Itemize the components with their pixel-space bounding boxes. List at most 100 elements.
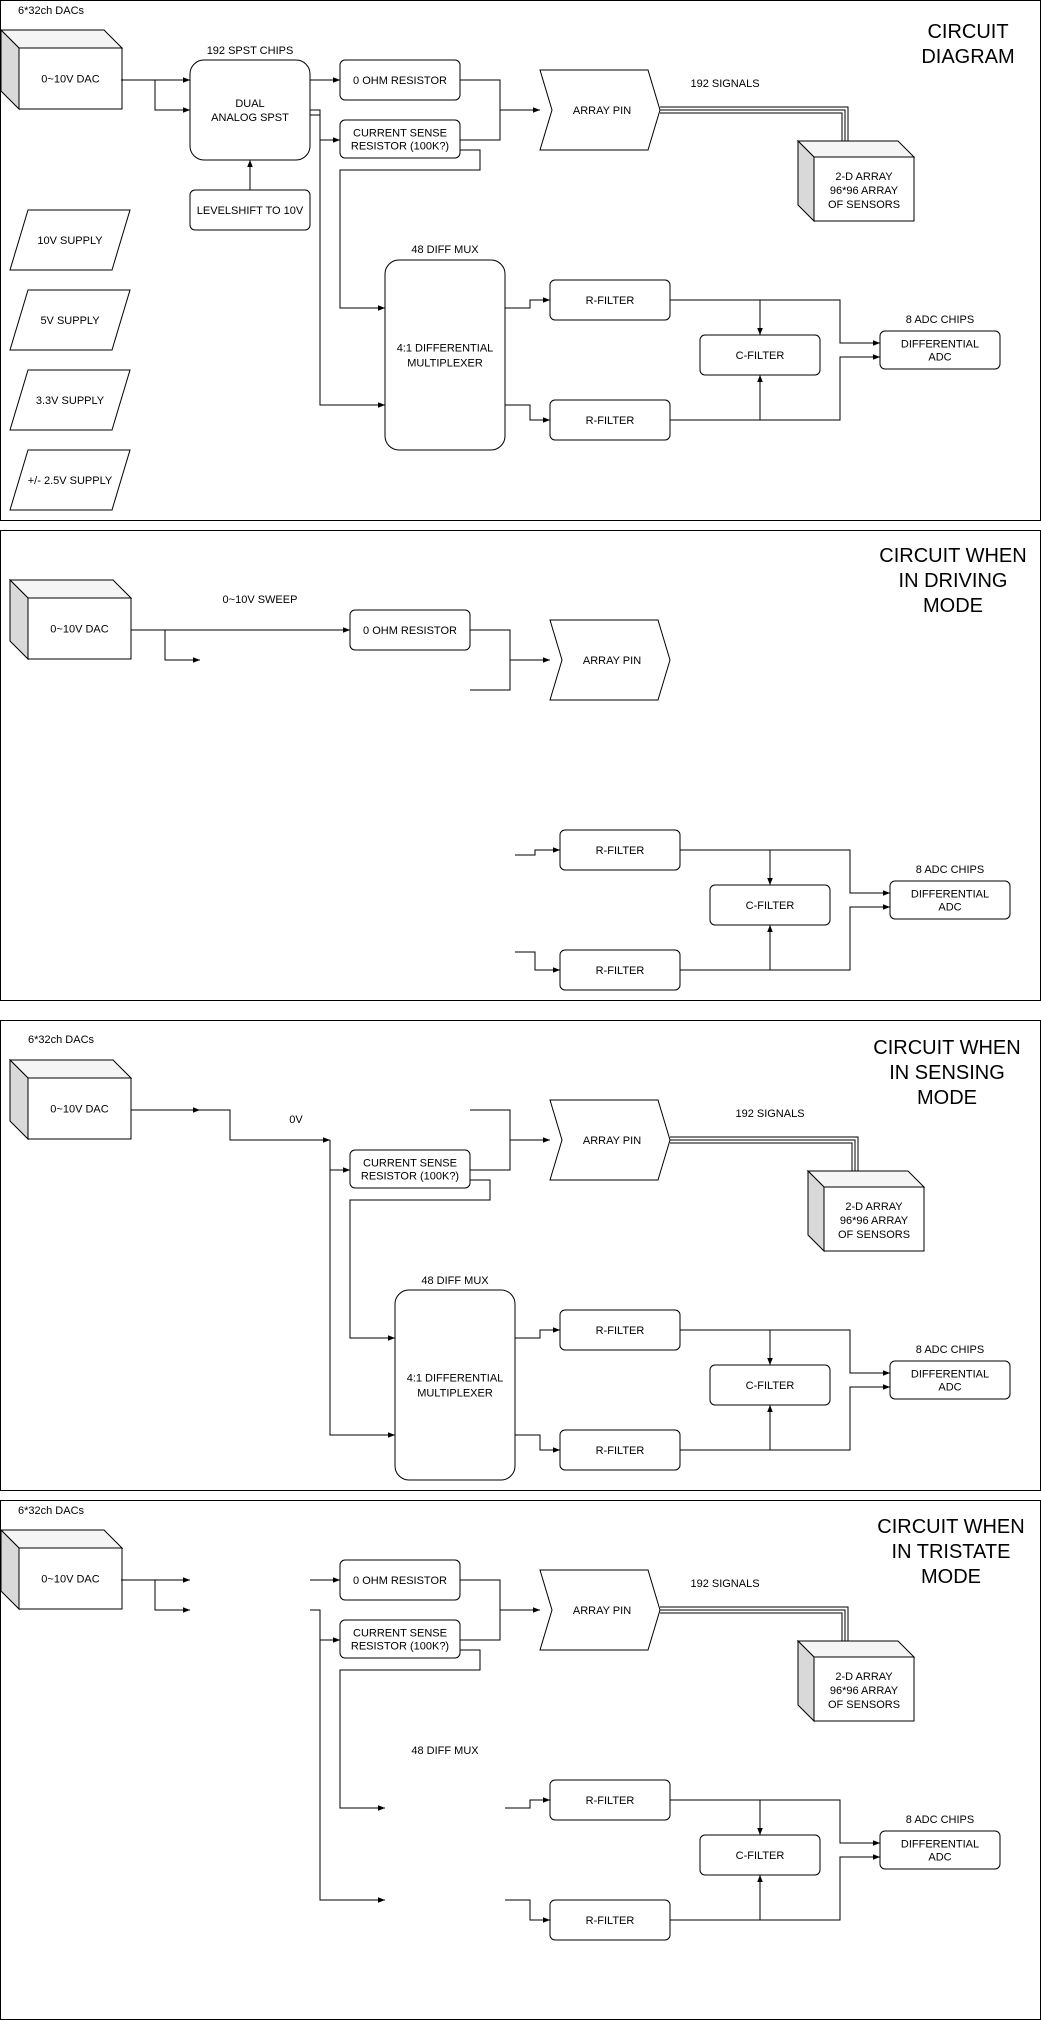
dac-cube-top-face (0, 1529, 124, 1549)
title-line: CIRCUIT WHEN (877, 1516, 1024, 1538)
label-line: 2-D ARRAY (835, 1671, 893, 1683)
label-line: ADC (938, 1382, 961, 1394)
label-line: OF SENSORS (828, 199, 900, 211)
array-pin-shape (549, 1099, 671, 1181)
r-filter-top: R-FILTER (549, 1779, 671, 1821)
filter-wires (670, 299, 880, 421)
sensor-array-cube: 2-D ARRAY 96*96 ARRAY OF SENSORS (796, 1639, 916, 1723)
label-line: 4:1 DIFFERENTIAL (407, 1373, 504, 1385)
differential-adc-shape (879, 330, 1001, 370)
zero-v-label: 0V (289, 1114, 303, 1126)
filter-wires (670, 1799, 880, 1921)
label-line: RESISTOR (100K?) (351, 1641, 449, 1653)
wire (515, 1434, 560, 1453)
title-line: CIRCUIT (927, 21, 1008, 43)
label-line: MULTIPLEXER (407, 358, 483, 370)
label-line: 2-D ARRAY (835, 171, 893, 183)
c-filter: C-FILTER (699, 1834, 821, 1876)
label-line: ADC (928, 352, 951, 364)
wire (460, 1579, 540, 1613)
wire (770, 904, 890, 971)
panel-border (0, 530, 1041, 1001)
label-line: CURRENT SENSE (353, 128, 447, 140)
c-filter: C-FILTER (709, 1364, 831, 1406)
array-pin: ARRAY PIN (539, 69, 661, 151)
wire (505, 297, 550, 309)
sensor-array-cube-front-face (823, 1186, 925, 1252)
supply-3v3-shape (9, 369, 131, 431)
label-line: OF SENSORS (828, 1699, 900, 1711)
adc-header: 8 ADC CHIPS (906, 314, 974, 326)
supply-3v3-label: 3.3V SUPPLY (36, 395, 105, 407)
wire (515, 951, 560, 973)
r-filter-top: R-FILTER (559, 829, 681, 871)
c-filter-label: C-FILTER (746, 900, 795, 912)
dac-header: 6*32ch DACs (18, 5, 85, 17)
zero-ohm-resistor: 0 OHM RESISTOR (339, 1559, 461, 1601)
c-filter-label: C-FILTER (736, 350, 785, 362)
differential-adc-shape (879, 1830, 1001, 1870)
wire (339, 1649, 481, 1811)
dac-cube-front-face (18, 47, 123, 110)
dac-header: 6*32ch DACs (18, 1505, 85, 1517)
dac-cube: 0~10V DAC (0, 28, 124, 111)
dac-cube-front-face (18, 1547, 123, 1610)
wire (164, 630, 200, 663)
title-line: MODE (921, 1566, 981, 1588)
current-sense-resistor-shape (339, 119, 461, 159)
wire (760, 299, 880, 346)
dac-cube-label: 0~10V DAC (50, 623, 108, 635)
array-bus (670, 1136, 859, 1171)
wires (131, 627, 560, 973)
dac-cube-front-face (27, 1077, 132, 1140)
wire (515, 847, 560, 856)
wire (470, 629, 550, 663)
wire (460, 79, 540, 113)
array-pin-label: ARRAY PIN (573, 1605, 631, 1617)
label-line: OF SENSORS (838, 1229, 910, 1241)
zero-ohm-resistor-label: 0 OHM RESISTOR (353, 1575, 447, 1587)
bus-line (670, 1139, 856, 1171)
wire (349, 1179, 491, 1341)
array-pin: ARRAY PIN (549, 1099, 671, 1181)
signals-label: 192 SIGNALS (690, 78, 759, 90)
filter-wires (680, 1329, 890, 1451)
wire (760, 1799, 880, 1846)
sensor-array-cube-top-face (796, 140, 916, 158)
r-filter-top: R-FILTER (559, 1309, 681, 1351)
dual-analog-spst-shape (189, 59, 311, 161)
levelshift-box-label: LEVELSHIFT TO 10V (197, 205, 304, 217)
wire (770, 1384, 890, 1451)
c-filter-label: C-FILTER (736, 1850, 785, 1862)
title-line: DIAGRAM (921, 46, 1014, 68)
wire (505, 404, 550, 423)
r-filter-bottom: R-FILTER (559, 1429, 681, 1471)
panel-border (0, 0, 1041, 521)
mux-header: 48 DIFF MUX (421, 1275, 489, 1287)
levelshift-box: LEVELSHIFT TO 10V (189, 189, 311, 231)
label-line: CURRENT SENSE (353, 1628, 447, 1640)
zero-ohm-resistor-shape (339, 59, 461, 101)
wire (154, 1580, 190, 1613)
supply-10v-shape (9, 209, 131, 271)
wire (515, 1327, 560, 1339)
bus-line (660, 1609, 846, 1641)
label-line: RESISTOR (100K?) (351, 141, 449, 153)
label-line: 96*96 ARRAY (830, 1685, 899, 1697)
array-bus (660, 106, 849, 141)
dac-cube: 0~10V DAC (8, 578, 133, 661)
supply-pm2v5-label: +/- 2.5V SUPPLY (28, 475, 113, 487)
